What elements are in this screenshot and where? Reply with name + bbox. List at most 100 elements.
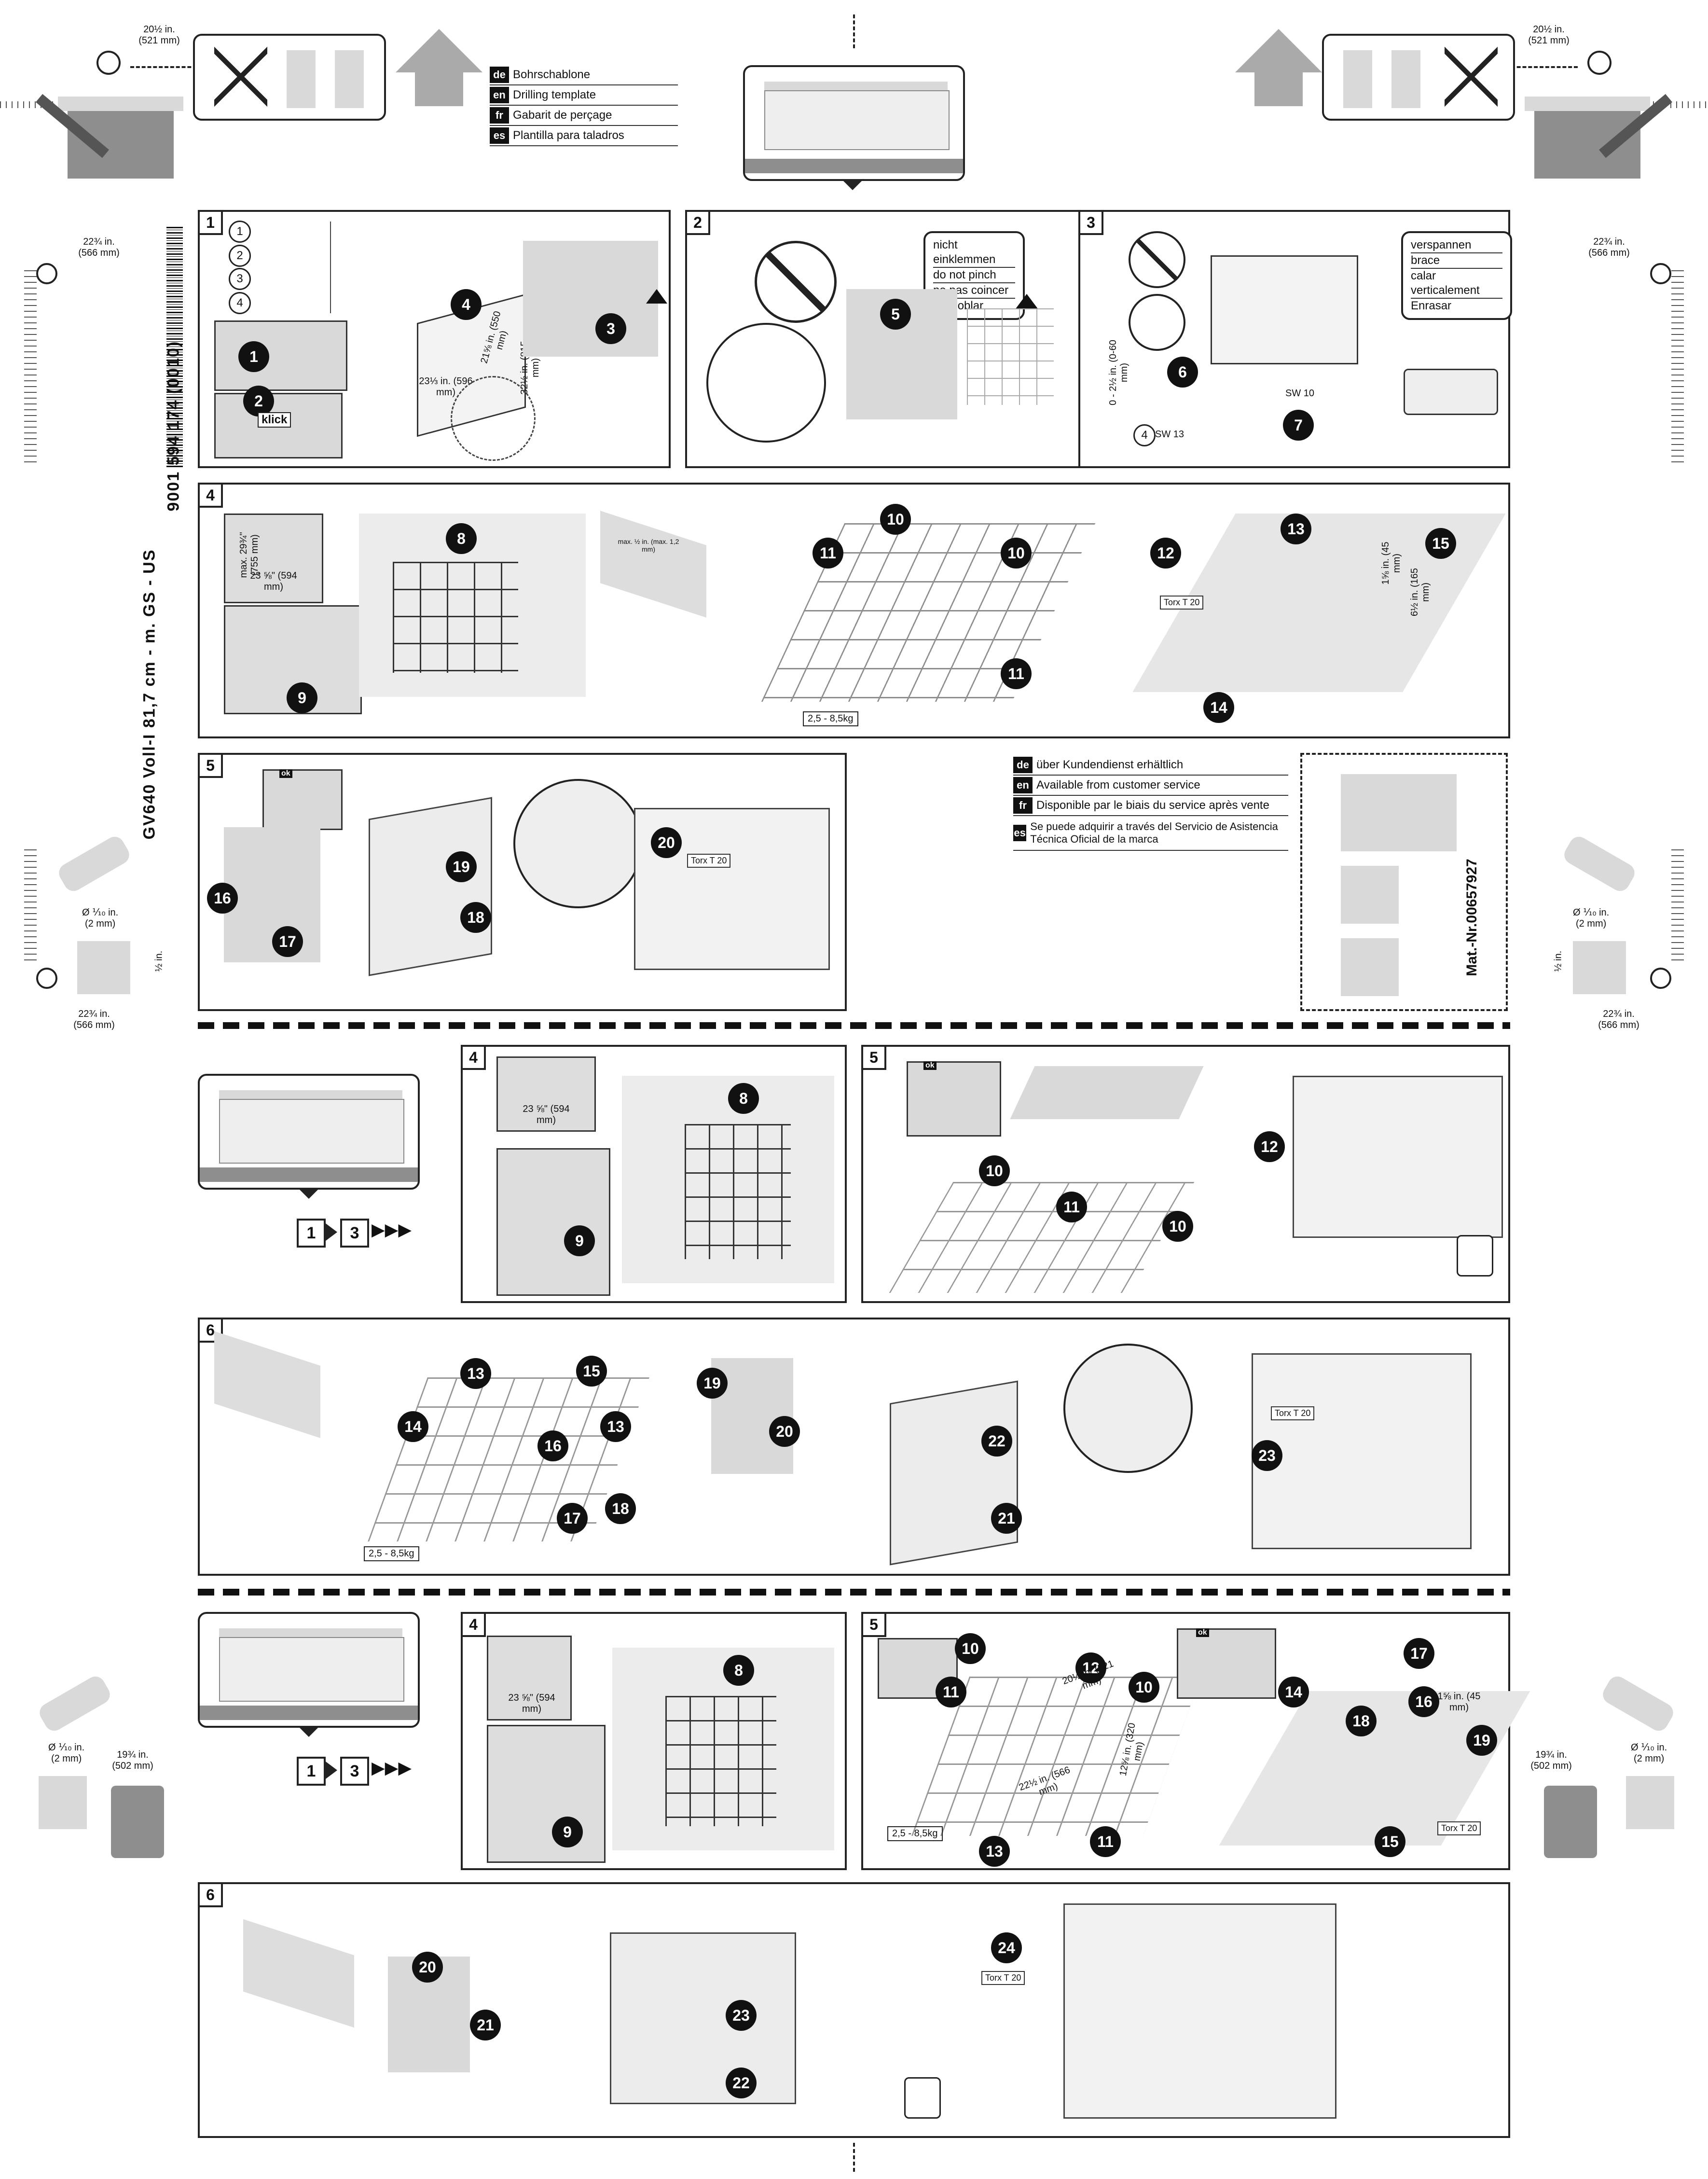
step-14-badge: 14 bbox=[398, 1411, 428, 1442]
weight-value: 2,5 - 8,5kg bbox=[369, 1548, 414, 1559]
hinge-detail-circle bbox=[513, 779, 643, 908]
countertop-illustration bbox=[58, 97, 183, 111]
crosshair-icon bbox=[1650, 263, 1671, 284]
plinth-strip bbox=[1010, 1066, 1204, 1119]
step-19-badge: 19 bbox=[446, 851, 477, 882]
label-line: do not pinch bbox=[933, 268, 1015, 283]
part-2-marker: 2 bbox=[229, 245, 251, 267]
step-15-badge: 15 bbox=[1425, 528, 1456, 559]
hose-detail-circle bbox=[451, 376, 536, 461]
dim-value: 20½ in. bbox=[1533, 24, 1565, 35]
sequence-continue: ▶▶▶ bbox=[372, 1758, 412, 1778]
low-left-dimension: 19¾ in. (502 mm) bbox=[101, 1749, 164, 1772]
drill-depth-block bbox=[1626, 1776, 1674, 1829]
step-13-badge: 13 bbox=[460, 1358, 491, 1389]
step-18-badge: 18 bbox=[460, 902, 491, 933]
side-ruler-left bbox=[24, 270, 37, 463]
label-line: nicht einklemmen bbox=[933, 238, 1015, 268]
dashed-guide bbox=[1505, 66, 1578, 68]
edge-distance-a: 1⅝ in. (45 mm) bbox=[1380, 541, 1402, 585]
lang-tag: en bbox=[490, 87, 509, 103]
cabinet-fronts bbox=[219, 1637, 404, 1702]
cross-out-icon bbox=[214, 45, 267, 108]
panel-number: 5 bbox=[200, 755, 223, 778]
panel-number: 5 bbox=[863, 1614, 886, 1637]
panel-number: 4 bbox=[463, 1047, 486, 1070]
step-20-badge: 20 bbox=[651, 827, 682, 858]
drill-spec-left: Ø ⅒ in. (2 mm) bbox=[48, 1742, 84, 1764]
dim-value: 22¾ in. bbox=[78, 1009, 110, 1019]
step-18-badge: 18 bbox=[1346, 1706, 1377, 1736]
crosshair-icon bbox=[36, 263, 57, 284]
dim-value: 22¾ in. bbox=[1603, 1009, 1635, 1019]
crosshair-icon bbox=[1650, 968, 1671, 989]
step-12-badge: 12 bbox=[1150, 538, 1181, 569]
part-4-marker: 4 bbox=[1133, 424, 1156, 446]
step-10-badge: 10 bbox=[1001, 538, 1032, 569]
cross-out-icon bbox=[1445, 45, 1498, 108]
step-12-badge: 12 bbox=[1075, 1652, 1106, 1683]
template-dimension-inset: 23 ⅝" (594 mm) bbox=[487, 1636, 572, 1721]
template-height: max. 29¾" (755 mm) bbox=[238, 532, 260, 578]
step-19-badge: 19 bbox=[697, 1368, 728, 1399]
step-11-badge: 11 bbox=[936, 1677, 966, 1707]
mid-right-dimension: 22¾ in. (566 mm) bbox=[1587, 1009, 1650, 1031]
kitchen-overview-box bbox=[743, 65, 965, 181]
no-tilt-icon bbox=[1129, 231, 1185, 288]
torx-tag: Torx T 20 bbox=[1437, 1821, 1481, 1835]
step-21-badge: 21 bbox=[991, 1503, 1022, 1534]
trash-icon bbox=[904, 2077, 941, 2119]
part-4-marker: 4 bbox=[229, 292, 251, 314]
step-9-badge: 9 bbox=[287, 682, 317, 713]
door-tilted bbox=[610, 1932, 796, 2104]
kitchen-overview-box bbox=[198, 1074, 420, 1190]
step-12-badge: 12 bbox=[1254, 1131, 1285, 1162]
step-13-badge: 13 bbox=[1281, 514, 1311, 544]
lang-tag: de bbox=[490, 67, 509, 83]
cabinet-fronts bbox=[764, 90, 950, 150]
panel-step-6: 6 13 13 14 15 16 17 18 2,5 - 8,5kg 19 20… bbox=[198, 1318, 1510, 1576]
step-18-badge: 18 bbox=[605, 1493, 636, 1524]
weight-tag: 2,5 - 8,5kg bbox=[887, 1826, 943, 1841]
weight-value: 2,5 - 8,5kg bbox=[892, 1828, 938, 1839]
leveling-icons-box bbox=[1404, 369, 1498, 415]
step-3-badge: 3 bbox=[595, 313, 626, 344]
up-arrow-icon bbox=[1015, 294, 1038, 309]
wrench-sw10: SW 10 bbox=[1285, 388, 1315, 399]
marking-inset bbox=[487, 1725, 606, 1863]
countertop-illustration bbox=[1525, 97, 1650, 111]
dishwasher-open bbox=[1063, 1903, 1336, 2119]
drill-icon bbox=[55, 833, 133, 895]
kit-illustration bbox=[1341, 938, 1399, 996]
step-16-badge: 16 bbox=[1408, 1686, 1439, 1717]
sequence-start: 1 bbox=[297, 1757, 326, 1786]
dim-value: 22¾ in. bbox=[83, 236, 115, 247]
plinth bbox=[200, 1706, 418, 1720]
step-16-badge: 16 bbox=[207, 883, 238, 914]
lang-tag: de bbox=[1013, 757, 1033, 773]
ok-tag: ok bbox=[279, 769, 292, 778]
step-11-badge: 11 bbox=[1001, 658, 1032, 689]
mid-left-dimension: 22¾ in. (566 mm) bbox=[63, 1009, 125, 1031]
parts-list bbox=[219, 222, 331, 313]
panel-profile-icon bbox=[287, 50, 316, 108]
drill-icon bbox=[36, 1673, 113, 1735]
down-pointer-icon bbox=[298, 1726, 319, 1737]
drill-diameter: Ø ⅒ in. bbox=[1631, 1742, 1667, 1753]
up-arrow-stem bbox=[415, 72, 463, 106]
panel-number: 3 bbox=[1080, 212, 1103, 235]
drill-depth-block bbox=[1573, 941, 1626, 994]
label-line: brace bbox=[1411, 253, 1502, 269]
step-20-badge: 20 bbox=[769, 1416, 800, 1447]
dim-mm: (566 mm) bbox=[73, 1020, 115, 1030]
dim-mm: (502 mm) bbox=[1530, 1761, 1572, 1771]
step-8-badge: 8 bbox=[446, 523, 477, 554]
lang-tag: fr bbox=[490, 107, 509, 124]
foot-height: 0 - 2½ in. (0-60 mm) bbox=[1108, 340, 1129, 405]
step-13-badge: 13 bbox=[979, 1836, 1010, 1867]
step-10-badge: 10 bbox=[955, 1633, 986, 1664]
kit-illustration bbox=[1341, 866, 1399, 924]
